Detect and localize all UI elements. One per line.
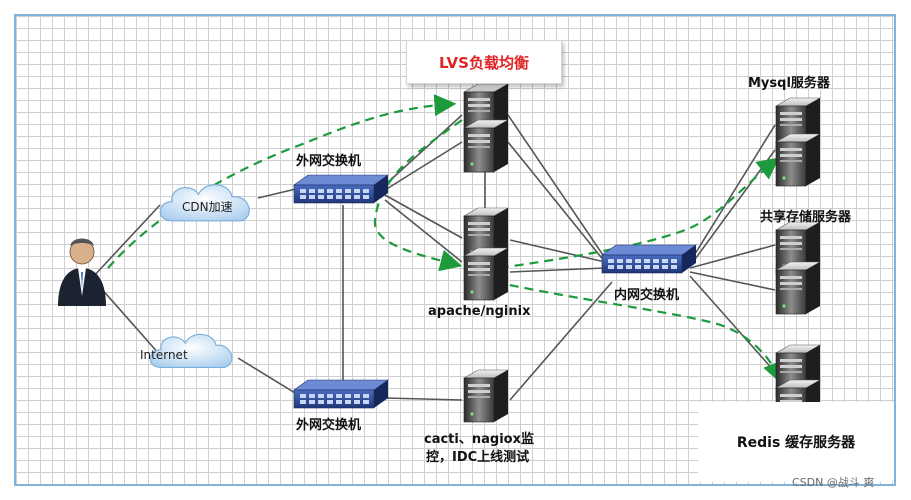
web-server-2-icon <box>463 247 509 301</box>
link-lvs2-inner <box>507 141 606 263</box>
traffic-flows <box>107 94 784 385</box>
shared-storage-label: 共享存储服务器 <box>760 210 852 225</box>
lvs-title: LVS负载均衡 <box>439 53 529 72</box>
link-inner-storage1 <box>689 244 776 269</box>
monitor-server-icon <box>463 369 509 423</box>
lvs-server-2-icon <box>463 119 509 173</box>
link-switch-top-lvs1 <box>384 114 463 186</box>
link-switch-top-lvs2 <box>384 141 463 191</box>
link-apache2-inner <box>509 267 606 273</box>
internet-label: Internet <box>140 348 188 362</box>
link-switch-bottom-monitor <box>384 397 463 401</box>
link-switch-top-apache1 <box>384 194 463 239</box>
switch-top-icon <box>293 174 389 204</box>
user-icon <box>58 238 106 306</box>
apache-label: apache/nginix <box>428 304 531 319</box>
mysql-label: Mysql服务器 <box>748 76 830 91</box>
redis-label-box: Redis 缓存服务器 <box>698 402 894 482</box>
inner-switch-icon <box>601 244 697 274</box>
inner-switch-label: 内网交换机 <box>614 288 680 303</box>
flow-lvs-apache <box>373 119 463 272</box>
flow-user-lvs <box>107 94 457 269</box>
link-user-cdn <box>91 204 161 279</box>
watermark: CSDN @战斗 爽 <box>792 476 875 489</box>
link-lvs1-inner <box>507 114 606 259</box>
links <box>91 114 776 401</box>
monitor-label-line1: cacti、nagiox监 <box>424 432 534 447</box>
link-internet-switch-bottom <box>237 357 301 397</box>
storage-server-2-icon <box>775 261 821 315</box>
monitor-label-line2: 控，IDC上线测试 <box>426 450 530 465</box>
link-inner-mysql1 <box>689 124 776 263</box>
link-inner-storage2 <box>689 271 776 291</box>
link-apache1-inner <box>509 239 606 263</box>
flow-apache-redis <box>494 280 784 385</box>
mysql-server-2-icon <box>775 133 821 187</box>
switch-bottom-label: 外网交换机 <box>296 418 362 433</box>
cdn-label: CDN加速 <box>182 200 233 214</box>
redis-label: Redis 缓存服务器 <box>736 435 856 451</box>
link-cdn-switch-top <box>257 187 301 199</box>
flow-apache-mysql <box>469 157 780 274</box>
switch-bottom-icon <box>293 379 389 409</box>
lvs-title-box: LVS负载均衡 <box>406 40 562 84</box>
link-inner-redis <box>689 275 776 373</box>
link-monitor-inner <box>509 281 613 401</box>
switch-top-label: 外网交换机 <box>296 154 362 169</box>
